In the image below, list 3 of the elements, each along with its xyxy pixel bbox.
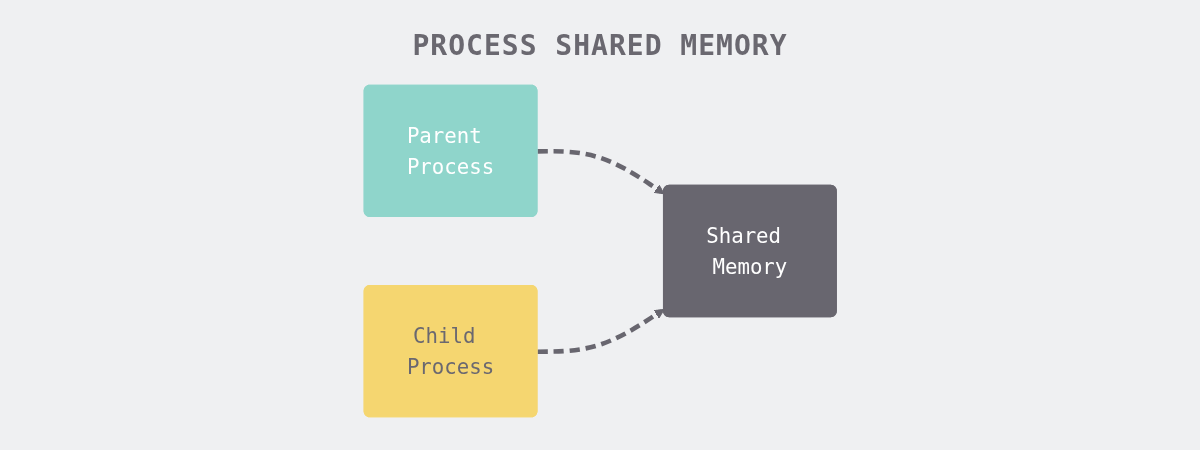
arrow bbox=[537, 308, 665, 355]
arrow bbox=[537, 149, 665, 195]
diagram-title: PROCESS SHARED MEMORY bbox=[412, 28, 788, 64]
